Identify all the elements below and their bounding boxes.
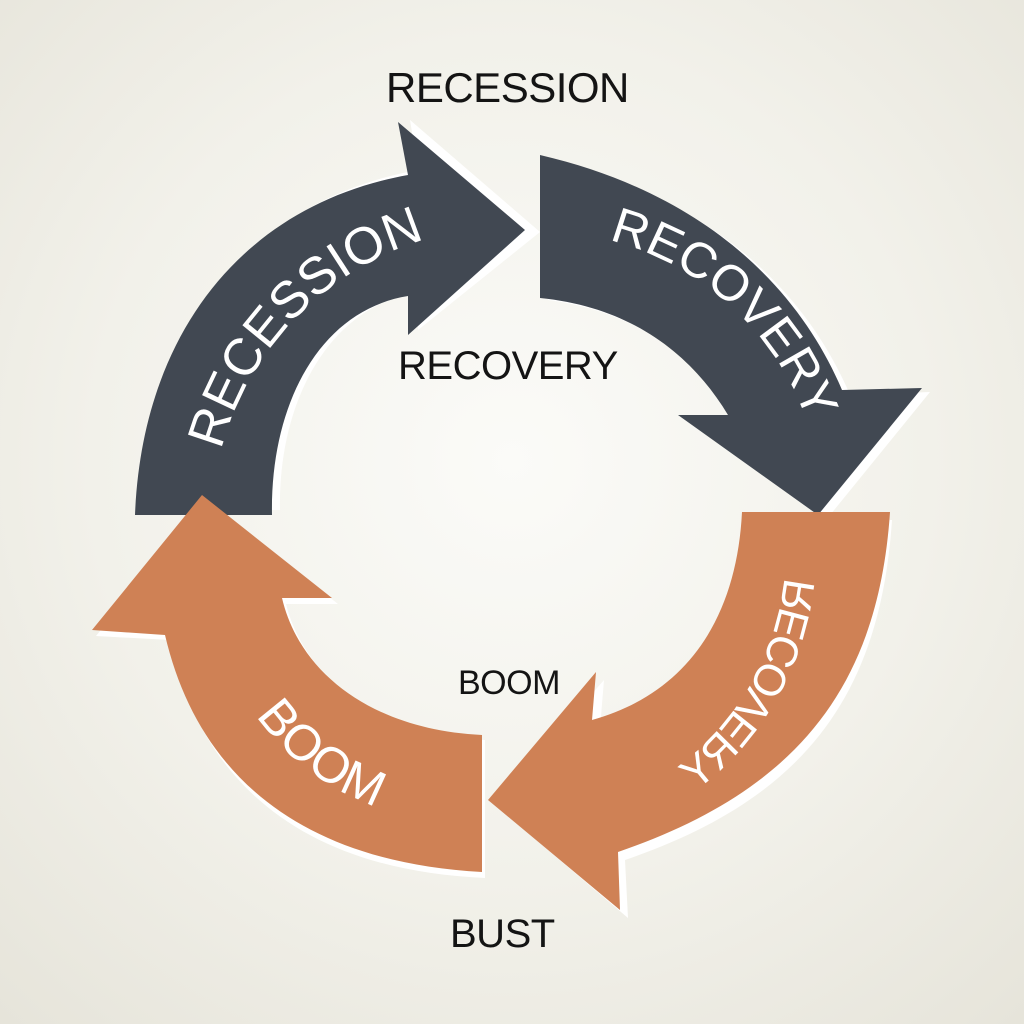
right-orange-arrow [488, 512, 890, 910]
recession-arrow [135, 122, 525, 515]
top-label: RECESSION [386, 64, 629, 111]
recovery-arrow [540, 155, 922, 515]
bust-label: BUST [450, 912, 555, 956]
boom-label: BOOM [458, 664, 560, 702]
center-label: RECOVERY [398, 344, 618, 388]
boom-arrow [92, 495, 482, 872]
